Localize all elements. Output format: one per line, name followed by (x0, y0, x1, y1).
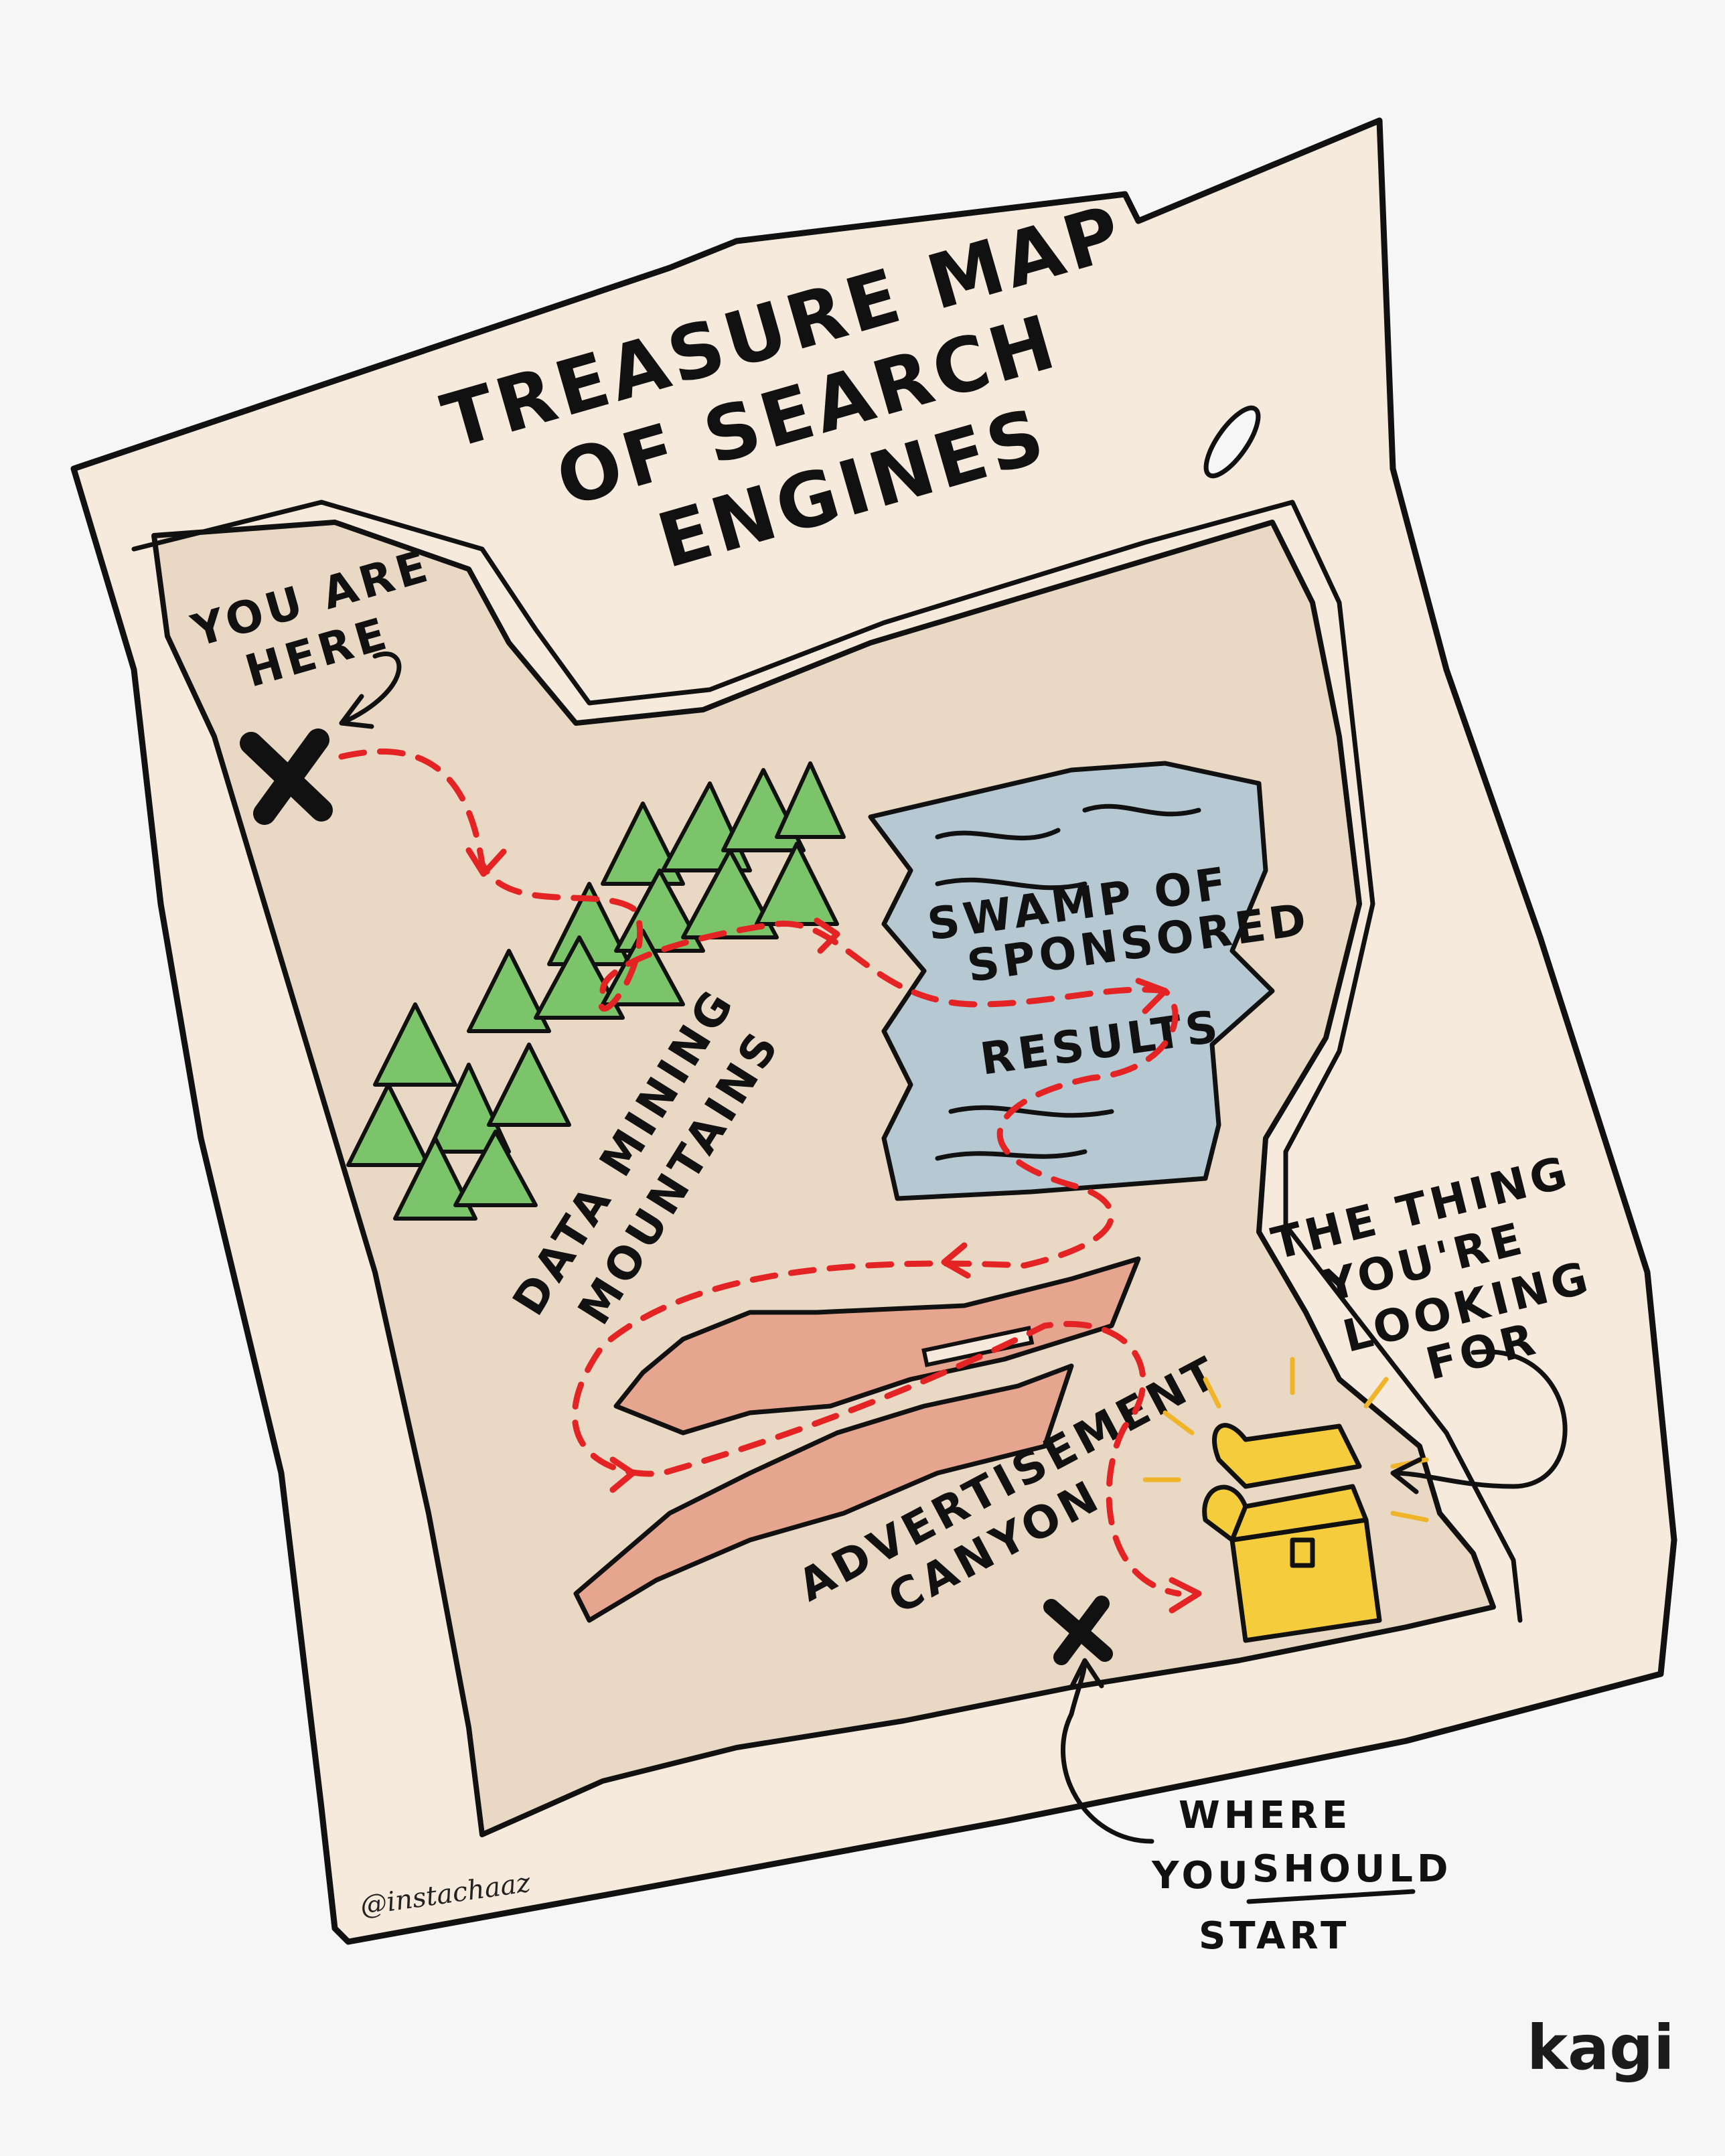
torn-hole (1203, 405, 1261, 479)
x-mark-icon (1043, 1596, 1113, 1665)
start-label: WHERE YOU SHOULD START (1151, 1794, 1452, 1958)
land-coastline-inner (131, 499, 1523, 1623)
mountain-icon (346, 761, 846, 1221)
brand-logo: kagi (1527, 2012, 1675, 2084)
swamp-of-sponsored-results (868, 761, 1275, 1201)
canyon-icon (613, 1256, 1141, 1436)
swamp-icon (935, 803, 1201, 1161)
treasure-chest-icon (1202, 1423, 1382, 1643)
trail-arrowheads (465, 847, 1202, 1614)
treasure-pointer (1390, 1349, 1568, 1494)
start-label-line3: START (1199, 1914, 1350, 1958)
advertisement-canyon (573, 1256, 1141, 1623)
start-pointer (1060, 1658, 1154, 1844)
x-mark-icon (240, 728, 333, 825)
start-label-line2-prefix: YOU (1151, 1854, 1252, 1898)
data-mining-mountains (346, 761, 846, 1221)
start-label-underline (1246, 1889, 1416, 1904)
start-label-line2-emphasis: SHOULD (1252, 1847, 1452, 1891)
start-label-line1: WHERE (1179, 1794, 1351, 1837)
you-are-here-pointer (339, 651, 402, 729)
